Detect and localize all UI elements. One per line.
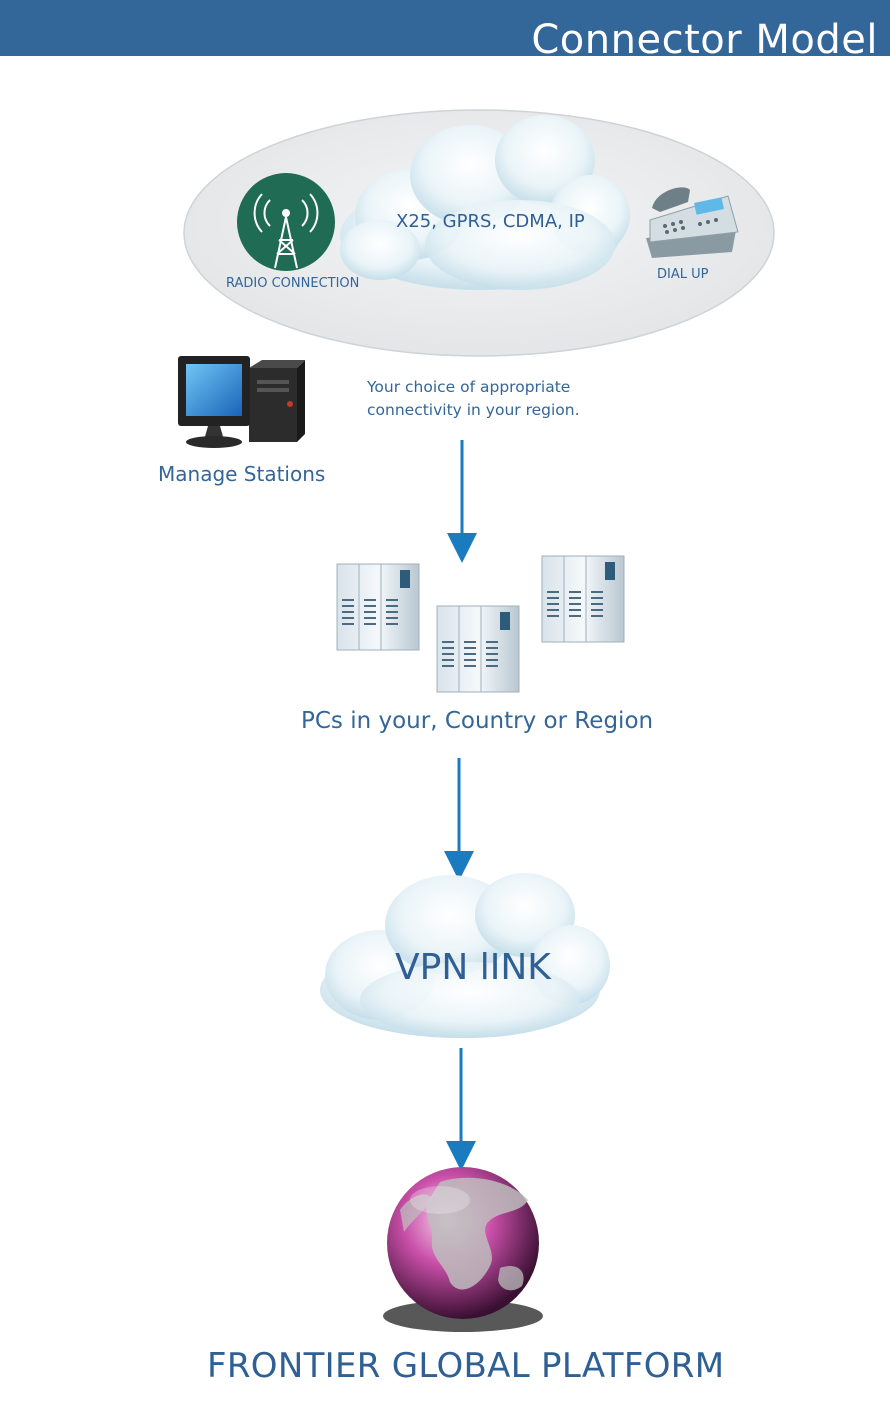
pcs-region-label: PCs in your, Country or Region — [301, 708, 654, 734]
radio-connection-label: RADIO CONNECTION — [226, 276, 360, 291]
dial-up-label: DIAL UP — [657, 267, 709, 282]
header-bar: Connector Model — [0, 0, 890, 56]
server-rack-icon — [436, 605, 520, 693]
globe-icon — [383, 1167, 543, 1332]
server-rack-icon — [336, 563, 420, 651]
connectivity-note: Your choice of appropriate connectivity … — [367, 376, 580, 422]
server-rack-icon — [541, 555, 625, 643]
page-title: Connector Model — [531, 17, 878, 56]
cloud-icon — [340, 115, 630, 290]
radio-tower-icon — [237, 173, 335, 271]
vpn-link-label: VPN lINK — [395, 947, 551, 988]
connectivity-note-line2: connectivity in your region. — [367, 401, 580, 419]
platform-label: FRONTIER GLOBAL PLATFORM — [207, 1346, 725, 1386]
network-types-label: X25, GPRS, CDMA, IP — [396, 211, 585, 232]
connectivity-note-line1: Your choice of appropriate — [367, 378, 571, 396]
vpn-cloud-icon — [320, 873, 610, 1038]
manage-stations-label: Manage Stations — [158, 462, 326, 486]
desktop-computer-icon — [178, 356, 305, 448]
desk-phone-icon — [646, 187, 739, 258]
